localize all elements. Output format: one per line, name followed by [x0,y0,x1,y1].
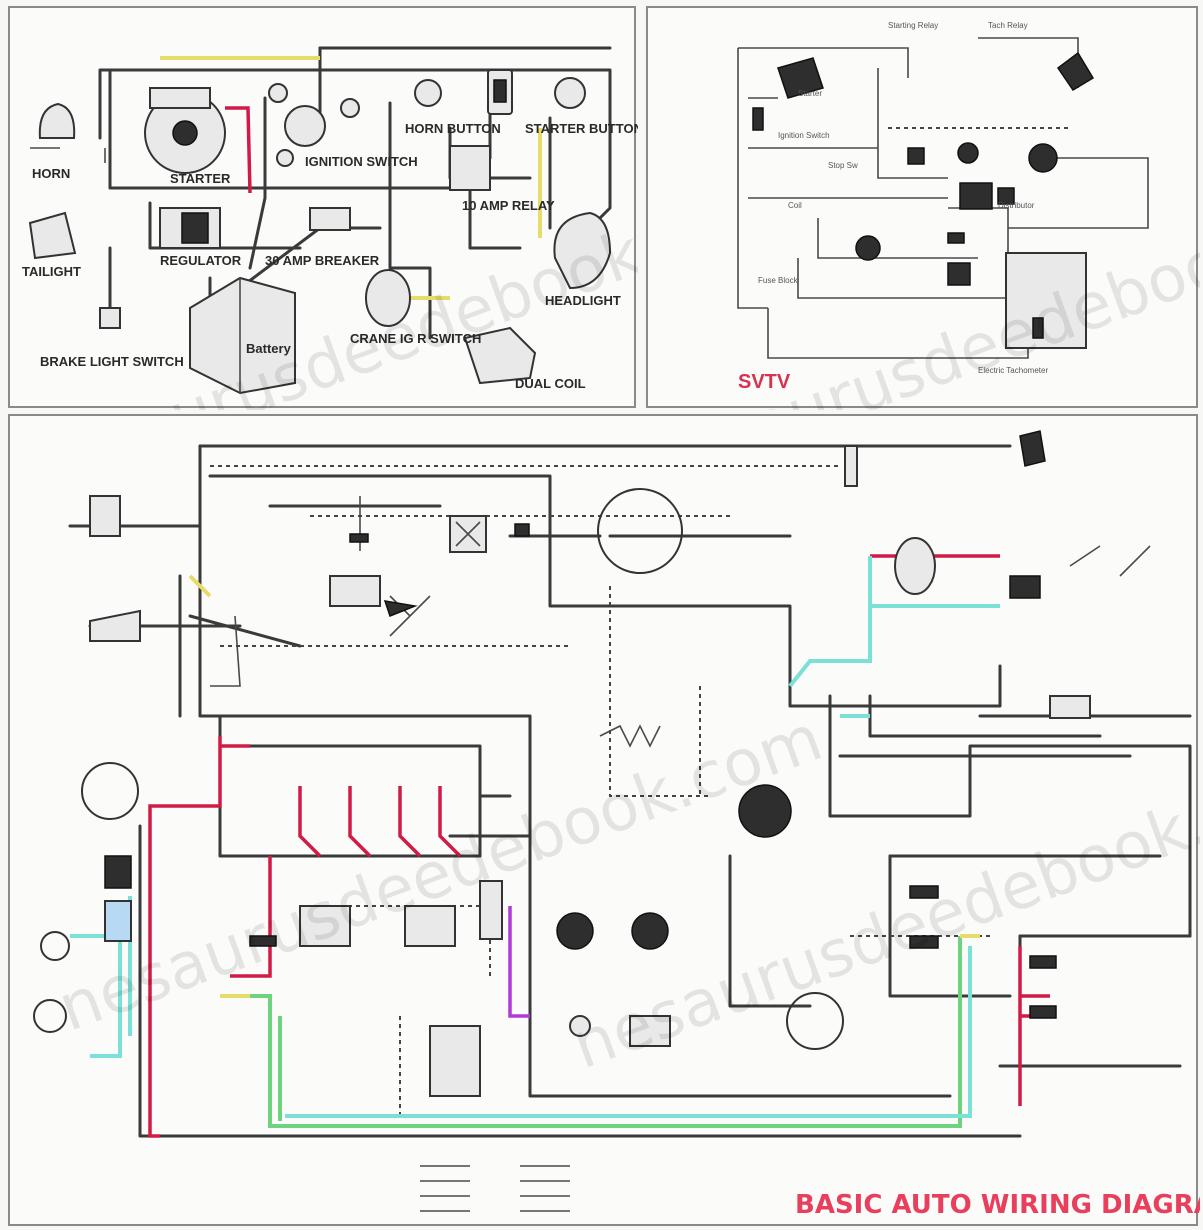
horn-button-icon [414,79,442,107]
starter-button-label: STARTER BUTTON [525,121,638,136]
svg-text:Ignition Switch: Ignition Switch [778,131,830,140]
svg-text:Electric Tachometer: Electric Tachometer [978,366,1048,375]
brake-light-switch-label: BRAKE LIGHT SWITCH [40,354,184,369]
starter-icon [144,87,226,174]
horn-button-label: HORN BUTTON [405,121,501,136]
regulator-icon [159,207,221,249]
alternator-icon [81,762,139,820]
headlight-label: HEADLIGHT [545,293,621,308]
svg-text:Fuse Block: Fuse Block [758,276,799,285]
module-icon [777,57,824,99]
regulator-label: REGULATOR [160,253,242,268]
panel-basic-circuit: HORN STARTER IGNITION SWITCH HORN BUTTON… [8,6,638,410]
relay-icon [449,145,491,191]
horn-label: HORN [32,166,70,181]
diagram-title: BASIC AUTO WIRING DIAGRAM [795,1190,1200,1220]
brake-switch-icon [99,307,121,329]
starter-label: STARTER [170,171,231,186]
crank-switch-icon [365,269,411,327]
taillight-label: TAILIGHT [22,264,81,279]
basic-circuit-diagram: HORN STARTER IGNITION SWITCH HORN BUTTON… [17,46,638,410]
headlight-icon [553,211,612,290]
starter-button-icon [554,77,586,109]
distributor-icon [597,488,683,574]
svg-text:Stop Sw: Stop Sw [828,161,858,170]
tachometer-icon [738,784,792,838]
svg-text:Starter: Starter [798,89,822,98]
svg-text:Distributor: Distributor [998,201,1035,210]
taillight-icon [28,211,77,260]
fuel-gauge-icon [556,912,594,950]
crank-switch-label: CRANE IG R SWITCH [350,331,481,346]
svg-text:Starting Relay: Starting Relay [888,21,938,30]
ignition-switch-label: IGNITION SWITCH [305,154,418,169]
voltage-regulator-icon [894,537,936,595]
dual-coil-label: DUAL COIL [515,376,586,391]
dual-coil-icon [463,326,537,385]
full-wiring-diagram: BASIC AUTO WIRING DIAGRAM nesaurusdeedeb… [33,430,1200,1220]
battery-icon [189,276,296,395]
panel-full-wiring: BASIC AUTO WIRING DIAGRAM nesaurusdeedeb… [8,414,1200,1226]
panel-svtv: Starting Relay Tach Relay Starter Igniti… [646,6,1200,410]
wiper-icon [1019,430,1046,467]
svtv-label: SVTV [738,371,791,393]
svg-text:Coil: Coil [788,201,802,210]
watermark-svtv: nesaurusdeedebook.com [648,159,1200,410]
horn-icon [38,102,76,139]
battery-label: Battery [246,341,292,356]
svg-text:Tach Relay: Tach Relay [988,21,1028,30]
relay-label: 10 AMP RELAY [462,198,555,213]
temp-gauge-icon [631,912,669,950]
speedometer-icon [786,992,844,1050]
ignition-switch-icon [284,105,326,147]
breaker-label: 30 AMP BREAKER [265,253,380,268]
breaker-icon [309,207,351,231]
svtv-diagram: Starting Relay Tach Relay Starter Igniti… [648,21,1200,410]
